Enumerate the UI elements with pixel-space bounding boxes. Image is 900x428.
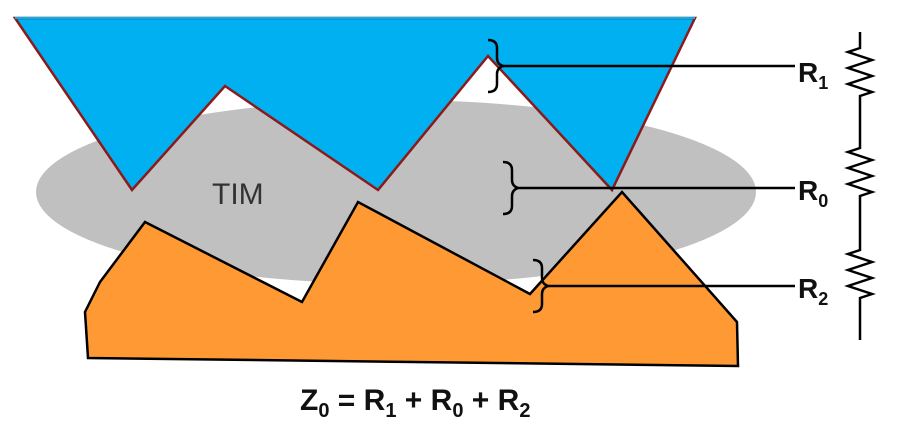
resistor-chain xyxy=(844,32,876,340)
label-r2: R2 xyxy=(798,273,828,309)
tim-label: TIM xyxy=(212,178,264,211)
formula: Z0 = R1 + R0 + R2 xyxy=(300,384,530,422)
bottom-surface xyxy=(83,190,740,368)
top-surface xyxy=(12,16,697,193)
label-r0: R0 xyxy=(798,175,828,211)
label-r1: R1 xyxy=(798,57,828,93)
